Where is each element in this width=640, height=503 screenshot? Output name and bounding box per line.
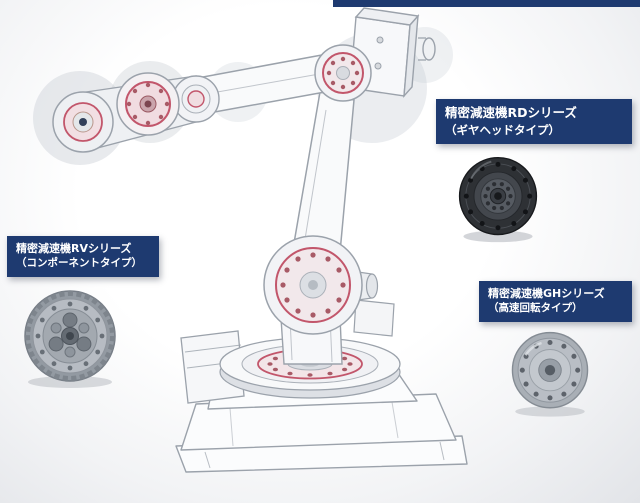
callout-gh-title: 精密減速機GHシリーズ — [488, 287, 605, 300]
base-side-panel — [180, 330, 245, 404]
callout-rd-subtitle: （ギヤヘッドタイプ） — [445, 122, 560, 137]
callout-rv-subtitle: （コンポーネントタイプ） — [16, 257, 142, 270]
turntable-bolt-circle — [267, 351, 353, 377]
rv-crank-holes — [48, 312, 92, 352]
top-accent-bar — [333, 0, 640, 7]
rv-component-product-image — [24, 290, 116, 388]
callout-gh-subtitle: （高速回転タイプ） — [488, 302, 583, 315]
callout-rd-series: 精密減速機RDシリーズ （ギヤヘッドタイプ） — [436, 99, 632, 144]
elbow-joint — [314, 44, 372, 102]
callout-gh-series: 精密減速機GHシリーズ （高速回転タイプ） — [479, 281, 632, 323]
wrist-bolt-circle — [126, 82, 170, 126]
column-connector-box — [353, 299, 395, 337]
rd-roller-ring — [483, 182, 513, 211]
elbow-bolt-circle — [326, 56, 360, 90]
rd-gearhead-product-image — [458, 156, 538, 243]
shoulder-bolt-circle — [280, 252, 346, 318]
callout-rd-title: 精密減速機RDシリーズ — [445, 105, 577, 120]
rd-bolt-holes — [463, 161, 533, 231]
rv-bolt-holes — [35, 301, 105, 371]
gh-high-speed-product-image — [511, 331, 589, 417]
rv-spur-gears — [50, 322, 90, 358]
wrist-assembly — [52, 72, 220, 153]
callout-rv-series: 精密減速機RVシリーズ （コンポーネントタイプ） — [7, 236, 159, 278]
callout-rv-title: 精密減速機RVシリーズ — [16, 242, 132, 255]
gh-bolt-holes — [519, 339, 581, 401]
shoulder-joint — [263, 235, 379, 335]
